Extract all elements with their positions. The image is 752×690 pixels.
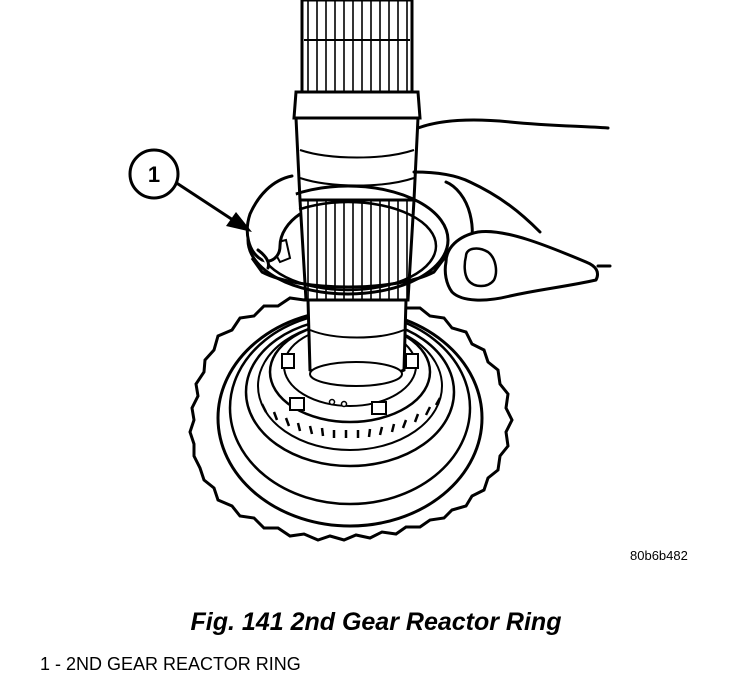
technician-hand [245,118,612,302]
image-code: 80b6b482 [630,548,688,563]
clutch-teeth [260,397,442,438]
mainshaft [292,0,422,387]
callout-arrowhead [226,212,252,232]
callout-1: 1 [128,148,252,232]
callout-circle [128,148,180,200]
figure-caption: Fig. 141 2nd Gear Reactor Ring [190,608,562,636]
reactor-ring-illustration: 1 [128,0,612,542]
callout-leader-line [171,178,237,224]
callout-number: 1 [148,162,160,187]
figure-legend: 1 - 2ND GEAR REACTOR RING [40,654,301,674]
